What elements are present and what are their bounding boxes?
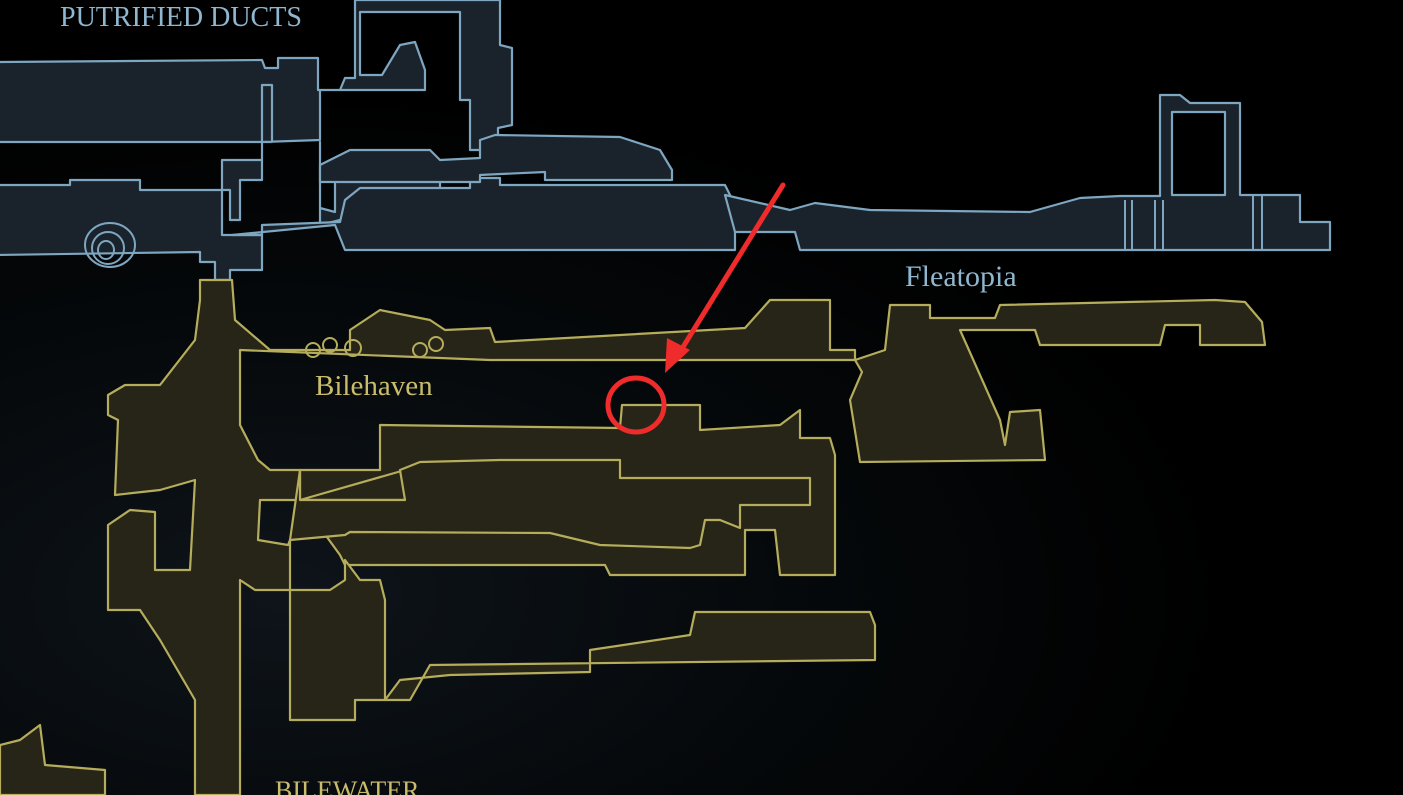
area-label-fleatopia: Fleatopia [905,260,1017,293]
bilewater-lower-left [0,723,107,795]
fleatopia-room [848,298,1267,464]
area-label-bilewater: BILEWATER [275,776,420,795]
bilehaven-lower-hall [288,458,812,550]
area-label-bilehaven: Bilehaven [315,370,433,402]
putrified-ducts-rooms [0,0,1332,282]
annotation [605,182,786,435]
ducts-long-hall [230,176,737,252]
ducts-arm [318,133,674,184]
bilewater-rooms [0,278,1267,795]
gate-icon [1124,196,1263,250]
red-arrow-head [665,338,690,373]
bilewater-trunk [106,278,857,795]
ducts-tower-inner [1170,110,1227,197]
red-arrow [672,182,786,363]
bubble-icons [305,336,444,358]
red-circle-marker [605,375,667,435]
bilehaven-lower-branch [288,558,877,722]
ducts-right-corridor [723,93,1332,252]
ducts-upper-left-room [0,0,514,152]
spiral-icon [84,222,136,268]
area-label-putrified-ducts: PUTRIFIED DUCTS [60,2,302,33]
